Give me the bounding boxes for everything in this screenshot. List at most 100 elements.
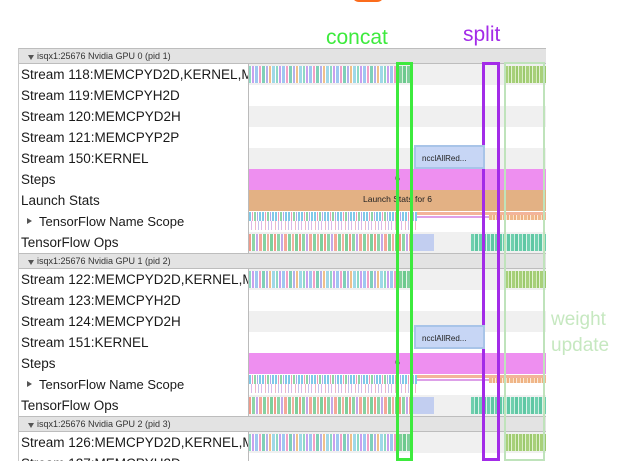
row-track[interactable] [248,106,546,127]
timeline-row[interactable]: Stream 124:MEMCPYD2H [19,311,546,332]
chevron-down-icon[interactable] [28,423,34,428]
bar-label: 6 [395,173,400,183]
row-label-text: TensorFlow Ops [21,398,119,413]
event-bar[interactable] [249,271,399,288]
row-track[interactable]: Launch Stats for 6 [248,190,546,211]
row-label[interactable]: Steps [19,353,248,374]
timeline-row[interactable]: Stream 150:KERNEL [19,148,546,169]
event-bar[interactable] [249,221,417,230]
row-track[interactable] [248,148,546,169]
row-label[interactable]: Stream 119:MEMCPYH2D [19,85,248,106]
row-label[interactable]: TensorFlow Name Scope [19,374,248,395]
row-label-text: Stream 118:MEMCPYD2D,KERNEL,ME [21,67,248,82]
row-track[interactable]: 6 [248,353,546,374]
row-label[interactable]: Stream 123:MEMCPYH2D [19,290,248,311]
event-bar[interactable] [249,434,399,451]
timeline-row[interactable]: Steps 6 [19,169,546,190]
chevron-right-icon[interactable] [27,218,32,224]
row-track[interactable] [248,395,546,416]
timeline-row[interactable]: Stream 120:MEMCPYD2H [19,106,546,127]
group-header-label: isqx1:25676 Nvidia GPU 2 (pid 3) [37,419,171,429]
event-bar[interactable] [249,397,412,414]
row-track[interactable] [248,332,546,353]
row-track[interactable] [248,432,546,453]
timeline-row[interactable]: TensorFlow Ops [19,395,546,416]
row-label-text: Stream 123:MEMCPYH2D [21,293,181,308]
timeline-row[interactable]: Stream 121:MEMCPYP2P [19,127,546,148]
row-track[interactable]: 6 [248,169,546,190]
group-header[interactable]: isqx1:25676 Nvidia GPU 1 (pid 2) [19,253,546,269]
row-label[interactable]: Stream 151:KERNEL [19,332,248,353]
event-bar[interactable] [417,212,546,215]
row-label[interactable]: TensorFlow Ops [19,395,248,416]
event-bar[interactable] [417,375,546,378]
row-label-text: TensorFlow Name Scope [39,377,185,392]
timeline-row[interactable]: Stream 126:MEMCPYD2D,KERNEL,MI [19,432,546,453]
row-label[interactable]: Stream 121:MEMCPYP2P [19,127,248,148]
row-track[interactable] [248,290,546,311]
row-label-text: Stream 119:MEMCPYH2D [21,88,180,103]
group-header-label: isqx1:25676 Nvidia GPU 0 (pid 1) [37,51,171,61]
row-track[interactable] [248,311,546,332]
timeline-row[interactable]: Stream 119:MEMCPYH2D [19,85,546,106]
timeline-row[interactable]: Stream 122:MEMCPYD2D,KERNEL,MI [19,269,546,290]
row-label[interactable]: Stream 120:MEMCPYD2H [19,106,248,127]
row-track[interactable] [248,85,546,106]
row-label[interactable]: Launch Stats [19,190,248,211]
group-header[interactable]: isqx1:25676 Nvidia GPU 2 (pid 3) [19,416,546,432]
event-bar[interactable] [399,271,413,288]
timeline-row[interactable]: Stream 118:MEMCPYD2D,KERNEL,ME [19,64,546,85]
row-label[interactable]: Stream 127:MEMCPYH2D [19,453,248,461]
event-bar[interactable] [412,234,434,251]
timeline-row[interactable]: Stream 123:MEMCPYH2D [19,290,546,311]
event-bar[interactable] [489,215,546,220]
row-track[interactable] [248,269,546,290]
row-track[interactable] [248,232,546,253]
row-label[interactable]: Stream 150:KERNEL [19,148,248,169]
event-bar[interactable] [489,378,546,383]
chevron-down-icon[interactable] [28,55,34,60]
row-label[interactable]: Stream 124:MEMCPYD2H [19,311,248,332]
annotation-weight-update-line2: update [551,335,610,356]
timeline-row[interactable]: TensorFlow Name Scope [19,374,546,395]
event-bar[interactable] [471,397,546,414]
row-label-text: Stream 151:KERNEL [21,335,149,350]
event-bar[interactable] [417,216,546,218]
event-bar[interactable] [249,384,417,393]
row-label[interactable]: TensorFlow Ops [19,232,248,253]
row-label[interactable]: TensorFlow Name Scope [19,211,248,232]
event-bar[interactable] [249,234,412,251]
row-track[interactable] [248,64,546,85]
row-label-text: Stream 120:MEMCPYD2H [21,109,181,124]
row-label[interactable]: Stream 118:MEMCPYD2D,KERNEL,ME [19,64,248,85]
event-bar[interactable] [412,397,434,414]
timeline-row[interactable]: Stream 151:KERNEL [19,332,546,353]
group-header[interactable]: isqx1:25676 Nvidia GPU 0 (pid 1) [19,48,546,64]
event-bar[interactable] [249,66,399,83]
row-track[interactable] [248,127,546,148]
chevron-down-icon[interactable] [28,260,34,265]
chevron-right-icon[interactable] [27,381,32,387]
event-bar[interactable] [471,234,546,251]
row-track[interactable] [248,374,546,395]
timeline-row[interactable]: TensorFlow Ops [19,232,546,253]
row-label[interactable]: Stream 122:MEMCPYD2D,KERNEL,MI [19,269,248,290]
event-bar[interactable] [417,379,546,381]
timeline-row[interactable]: TensorFlow Name Scope [19,211,546,232]
row-track[interactable] [248,211,546,232]
timeline-viewer[interactable]: isqx1:25676 Nvidia GPU 0 (pid 1) Stream 1… [18,48,546,461]
event-bar[interactable] [399,66,413,83]
event-bar[interactable] [505,434,546,451]
row-label[interactable]: Stream 126:MEMCPYD2D,KERNEL,MI [19,432,248,453]
row-label-text: TensorFlow Ops [21,235,119,250]
timeline-row[interactable]: Stream 127:MEMCPYH2D [19,453,546,461]
event-bar[interactable] [505,66,546,83]
timeline-row[interactable]: Steps 6 [19,353,546,374]
row-label[interactable]: Steps [19,169,248,190]
row-track[interactable] [248,453,546,461]
event-bar[interactable] [505,271,546,288]
bar-label: 6 [395,357,400,367]
event-bar[interactable] [399,434,413,451]
